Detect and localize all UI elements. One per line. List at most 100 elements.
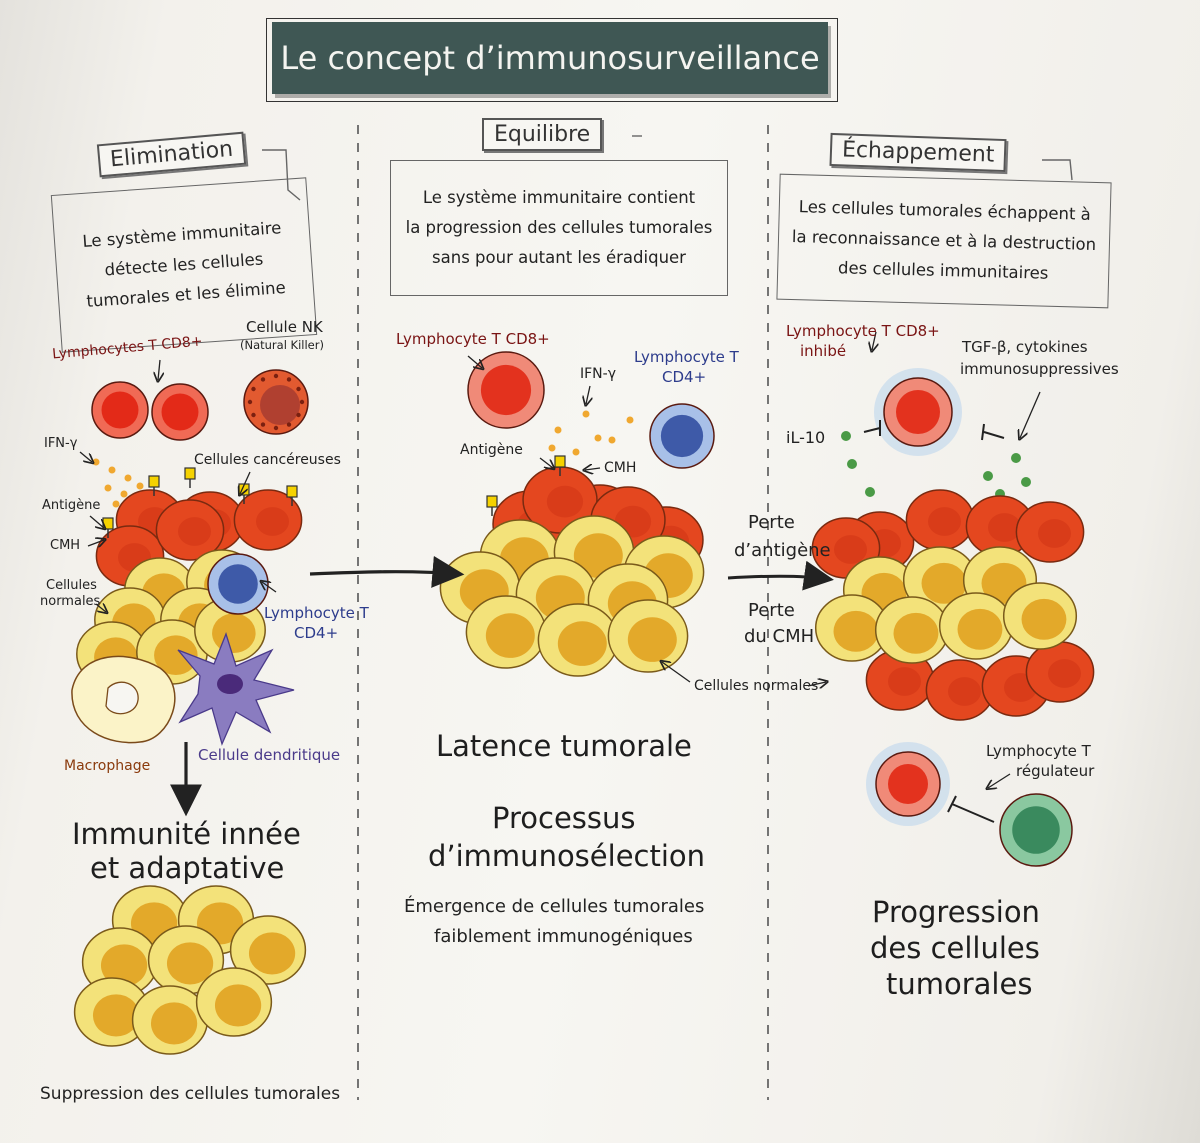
treg-lymphocyte — [999, 793, 1073, 867]
page-title: Le concept d’immunosurveillance — [266, 18, 838, 102]
label-dendritic-cell: Cellule dendritique — [198, 746, 341, 764]
ifn-dot — [136, 482, 144, 490]
ifn-dot — [92, 458, 100, 466]
result-immunity: et adaptative — [90, 851, 285, 885]
description-line: Le système immunitaire contient — [422, 188, 696, 207]
cd8-lymphocyte — [151, 383, 209, 441]
label-antigen: Antigène — [460, 442, 523, 458]
echappement-description: Les cellules tumorales échappent à la re… — [776, 173, 1112, 309]
label-loss-antigen: d’antigène — [734, 540, 831, 561]
il10-dot — [847, 459, 857, 469]
tumor-cell — [522, 466, 598, 534]
label-cd4: CD4+ — [294, 624, 339, 642]
label-normal-cells: Cellules normales — [694, 678, 819, 694]
dendritic-cell — [177, 632, 295, 746]
il10-dot — [1011, 453, 1021, 463]
nk-cell — [243, 369, 309, 435]
normal-cell — [814, 594, 890, 662]
ifn-dot — [572, 448, 580, 456]
normal-cell — [938, 592, 1014, 660]
il10-dot — [1021, 477, 1031, 487]
result-progression: tumorales — [886, 967, 1033, 1001]
label-loss-cmh: Perte — [748, 600, 795, 621]
label-loss-antigen: Perte — [748, 512, 795, 533]
description-line: la progression des cellules tumorales — [405, 218, 713, 237]
label-nk-cell: Cellule NK — [246, 318, 323, 336]
normal-cell — [537, 603, 619, 677]
description-line: des cellules immunitaires — [837, 258, 1049, 283]
cd4-lymphocyte — [649, 403, 715, 469]
ifn-dot — [608, 436, 616, 444]
label-cd4: Lymphocyte T — [264, 604, 369, 622]
echappement-cells — [811, 368, 1095, 867]
normal-cell — [1002, 582, 1078, 650]
inhibition-mark — [863, 420, 881, 436]
cd4-lymphocyte — [207, 553, 269, 615]
normal-cell — [465, 595, 547, 669]
normal-cell — [195, 967, 273, 1037]
cd8-lymphocyte-inhibited — [874, 368, 962, 456]
ifn-dot — [626, 416, 634, 424]
il10-dot — [983, 471, 993, 481]
label-cd8-inhibited: Lymphocyte T CD8+ — [786, 322, 940, 340]
elimination-cells — [71, 369, 309, 1055]
ifn-dot — [124, 474, 132, 482]
description-line: sans pour autant les éradiquer — [432, 248, 686, 267]
label-cmh: CMH — [50, 538, 81, 553]
label-normal-cells: Cellules — [46, 578, 97, 593]
result-process: Processus — [492, 801, 636, 835]
antigen-mhc — [286, 485, 298, 506]
normal-cell — [131, 985, 209, 1055]
label-cd4: CD4+ — [662, 368, 707, 386]
il10-dot — [841, 431, 851, 441]
label-cd4: Lymphocyte T — [634, 348, 739, 366]
emergence-text: faiblement immunogéniques — [434, 926, 693, 947]
arrow-elimination-to-equilibre — [309, 555, 465, 588]
normal-cell — [147, 925, 225, 995]
tumor-cell — [155, 499, 225, 561]
il10-dot — [865, 487, 875, 497]
ifn-dot — [582, 410, 590, 418]
ifn-dot — [104, 484, 112, 492]
phase-label-echappement: Échappement — [829, 132, 1007, 173]
ifn-dot — [548, 444, 556, 452]
label-treg: régulateur — [1016, 762, 1095, 780]
ifn-dot — [594, 434, 602, 442]
ifn-dot — [554, 426, 562, 434]
label-loss-cmh: du CMH — [744, 626, 815, 647]
normal-cell — [607, 599, 689, 673]
antigen-mhc — [148, 475, 160, 496]
tumor-cell — [925, 659, 995, 721]
label-treg: Lymphocyte T — [986, 742, 1091, 760]
result-latence: Latence tumorale — [436, 729, 692, 763]
label-macrophage: Macrophage — [64, 758, 151, 774]
label-ifn: IFN-γ — [580, 366, 616, 382]
tumor-cell — [1025, 641, 1095, 703]
antigen-mhc — [486, 495, 498, 516]
label-cancer-cells: Cellules cancéreuses — [194, 452, 341, 468]
label-ifn: IFN-γ — [44, 436, 78, 451]
cd8-lymphocyte-inhibited — [866, 742, 950, 826]
label-cd8: Lymphocyte T CD8+ — [396, 330, 550, 348]
inhibition-mark — [947, 795, 995, 823]
emergence-text: Émergence de cellules tumorales — [404, 896, 705, 917]
result-process: d’immunosélection — [428, 839, 706, 873]
result-progression: Progression — [872, 895, 1040, 929]
ifn-dot — [120, 490, 128, 498]
cd8-lymphocyte — [91, 381, 149, 439]
normal-cell — [229, 915, 307, 985]
ifn-dot — [112, 500, 120, 508]
label-normal-cells: normales — [40, 594, 101, 609]
equilibre-description: Le système immunitaire contient la progr… — [390, 160, 728, 296]
label-il10: iL-10 — [786, 428, 826, 447]
inhibition-mark — [981, 423, 1005, 441]
normal-cell — [73, 977, 151, 1047]
label-cd8-inhibited: inhibé — [800, 342, 847, 360]
label-cmh: CMH — [604, 460, 637, 476]
normal-cell — [874, 596, 950, 664]
result-progression: des cellules — [870, 931, 1040, 965]
tumor-cell — [233, 489, 303, 551]
antigen-mhc — [184, 467, 196, 488]
